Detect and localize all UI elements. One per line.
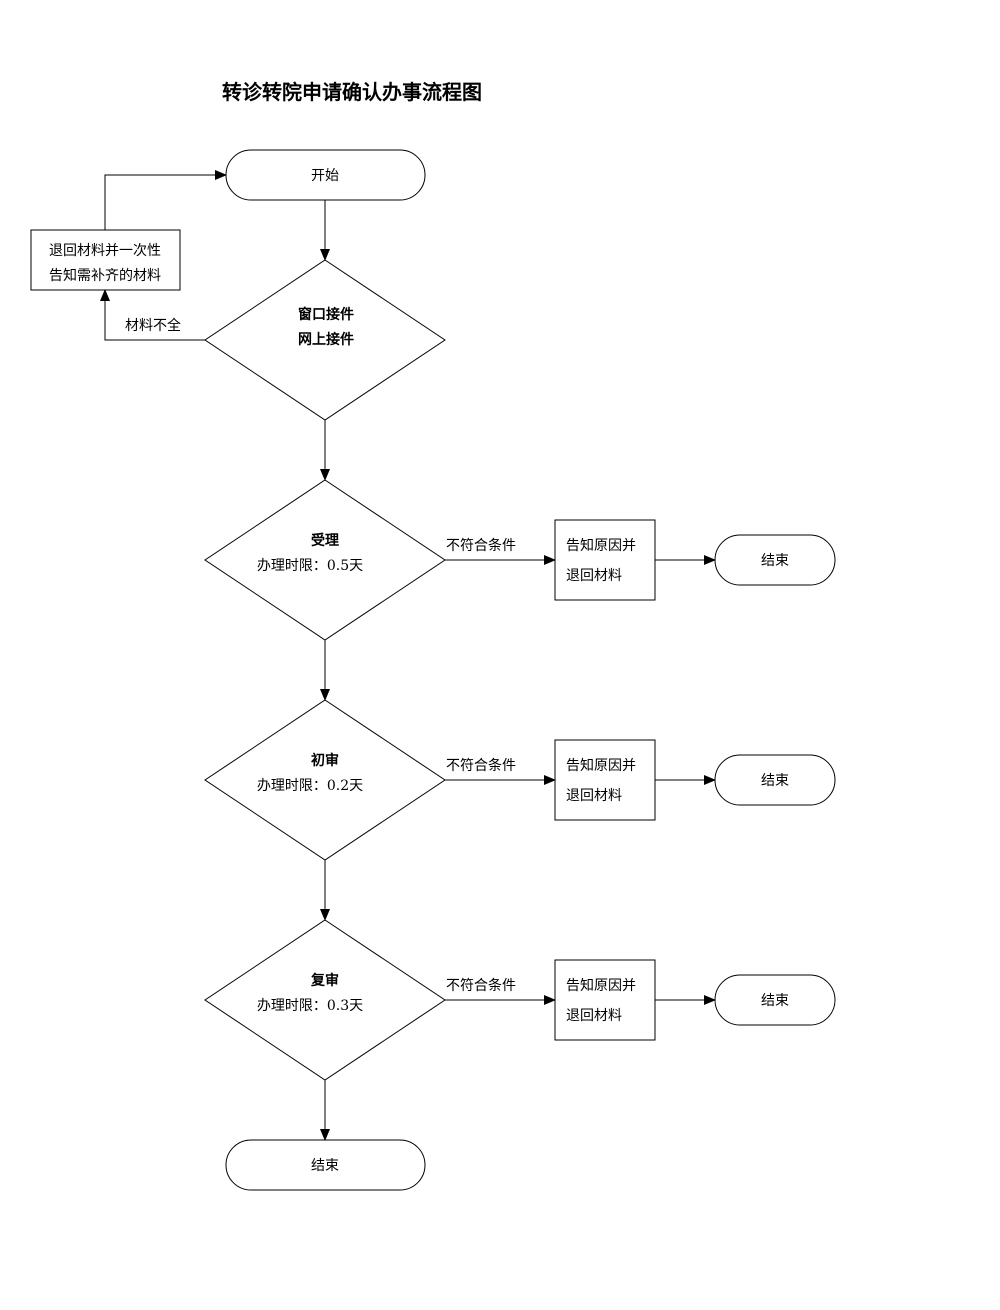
end-node-2: 结束 <box>714 754 836 806</box>
accept-decision: 受理 办理时限：0.5天 <box>204 479 446 641</box>
intake-line1: 窗口接件 <box>298 306 354 323</box>
review1-title: 初审 <box>311 752 339 769</box>
end-node-3: 结束 <box>714 974 836 1026</box>
return-box-line2: 告知需补齐的材料 <box>49 267 161 284</box>
edge-intake-return <box>100 289 205 341</box>
end-node-1: 结束 <box>714 534 836 586</box>
review1-decision: 初审 办理时限：0.2天 <box>204 699 446 861</box>
end2-label: 结束 <box>761 773 789 789</box>
notify3-line2: 退回材料 <box>566 1008 622 1024</box>
return-materials-box: 退回材料并一次性 告知需补齐的材料 <box>30 229 181 291</box>
edge-fail3-label: 不符合条件 <box>446 977 516 994</box>
review1-time: 办理时限：0.2天 <box>257 778 363 794</box>
end3-label: 结束 <box>761 993 789 1009</box>
review2-decision: 复审 办理时限：0.3天 <box>204 919 446 1081</box>
review2-time: 办理时限：0.3天 <box>257 998 363 1014</box>
end-node-final: 结束 <box>225 1139 426 1191</box>
return-box-line1: 退回材料并一次性 <box>49 243 161 259</box>
review2-title: 复审 <box>310 972 339 989</box>
notify2-line1: 告知原因并 <box>566 757 636 774</box>
edge-return-start <box>104 170 227 230</box>
notify3-line1: 告知原因并 <box>566 977 636 994</box>
notify-box-1: 告知原因并 退回材料 <box>554 519 656 601</box>
end1-label: 结束 <box>761 553 789 569</box>
end-final-label: 结束 <box>311 1158 339 1174</box>
start-label: 开始 <box>311 168 339 184</box>
notify2-line2: 退回材料 <box>566 788 622 804</box>
accept-title: 受理 <box>311 532 339 549</box>
notify-box-2: 告知原因并 退回材料 <box>554 739 656 821</box>
accept-time: 办理时限：0.5天 <box>257 558 363 574</box>
edge-incomplete-label: 材料不全 <box>125 317 181 334</box>
intake-decision: 窗口接件 网上接件 <box>204 259 446 421</box>
notify1-line1: 告知原因并 <box>566 537 636 554</box>
intake-line2: 网上接件 <box>298 331 354 348</box>
start-node: 开始 <box>225 149 426 201</box>
edge-fail1-label: 不符合条件 <box>446 537 516 554</box>
diagram-title: 转诊转院申请确认办事流程图 <box>222 80 482 104</box>
notify-box-3: 告知原因并 退回材料 <box>554 959 656 1041</box>
edge-fail2-label: 不符合条件 <box>446 757 516 774</box>
notify1-line2: 退回材料 <box>566 568 622 584</box>
